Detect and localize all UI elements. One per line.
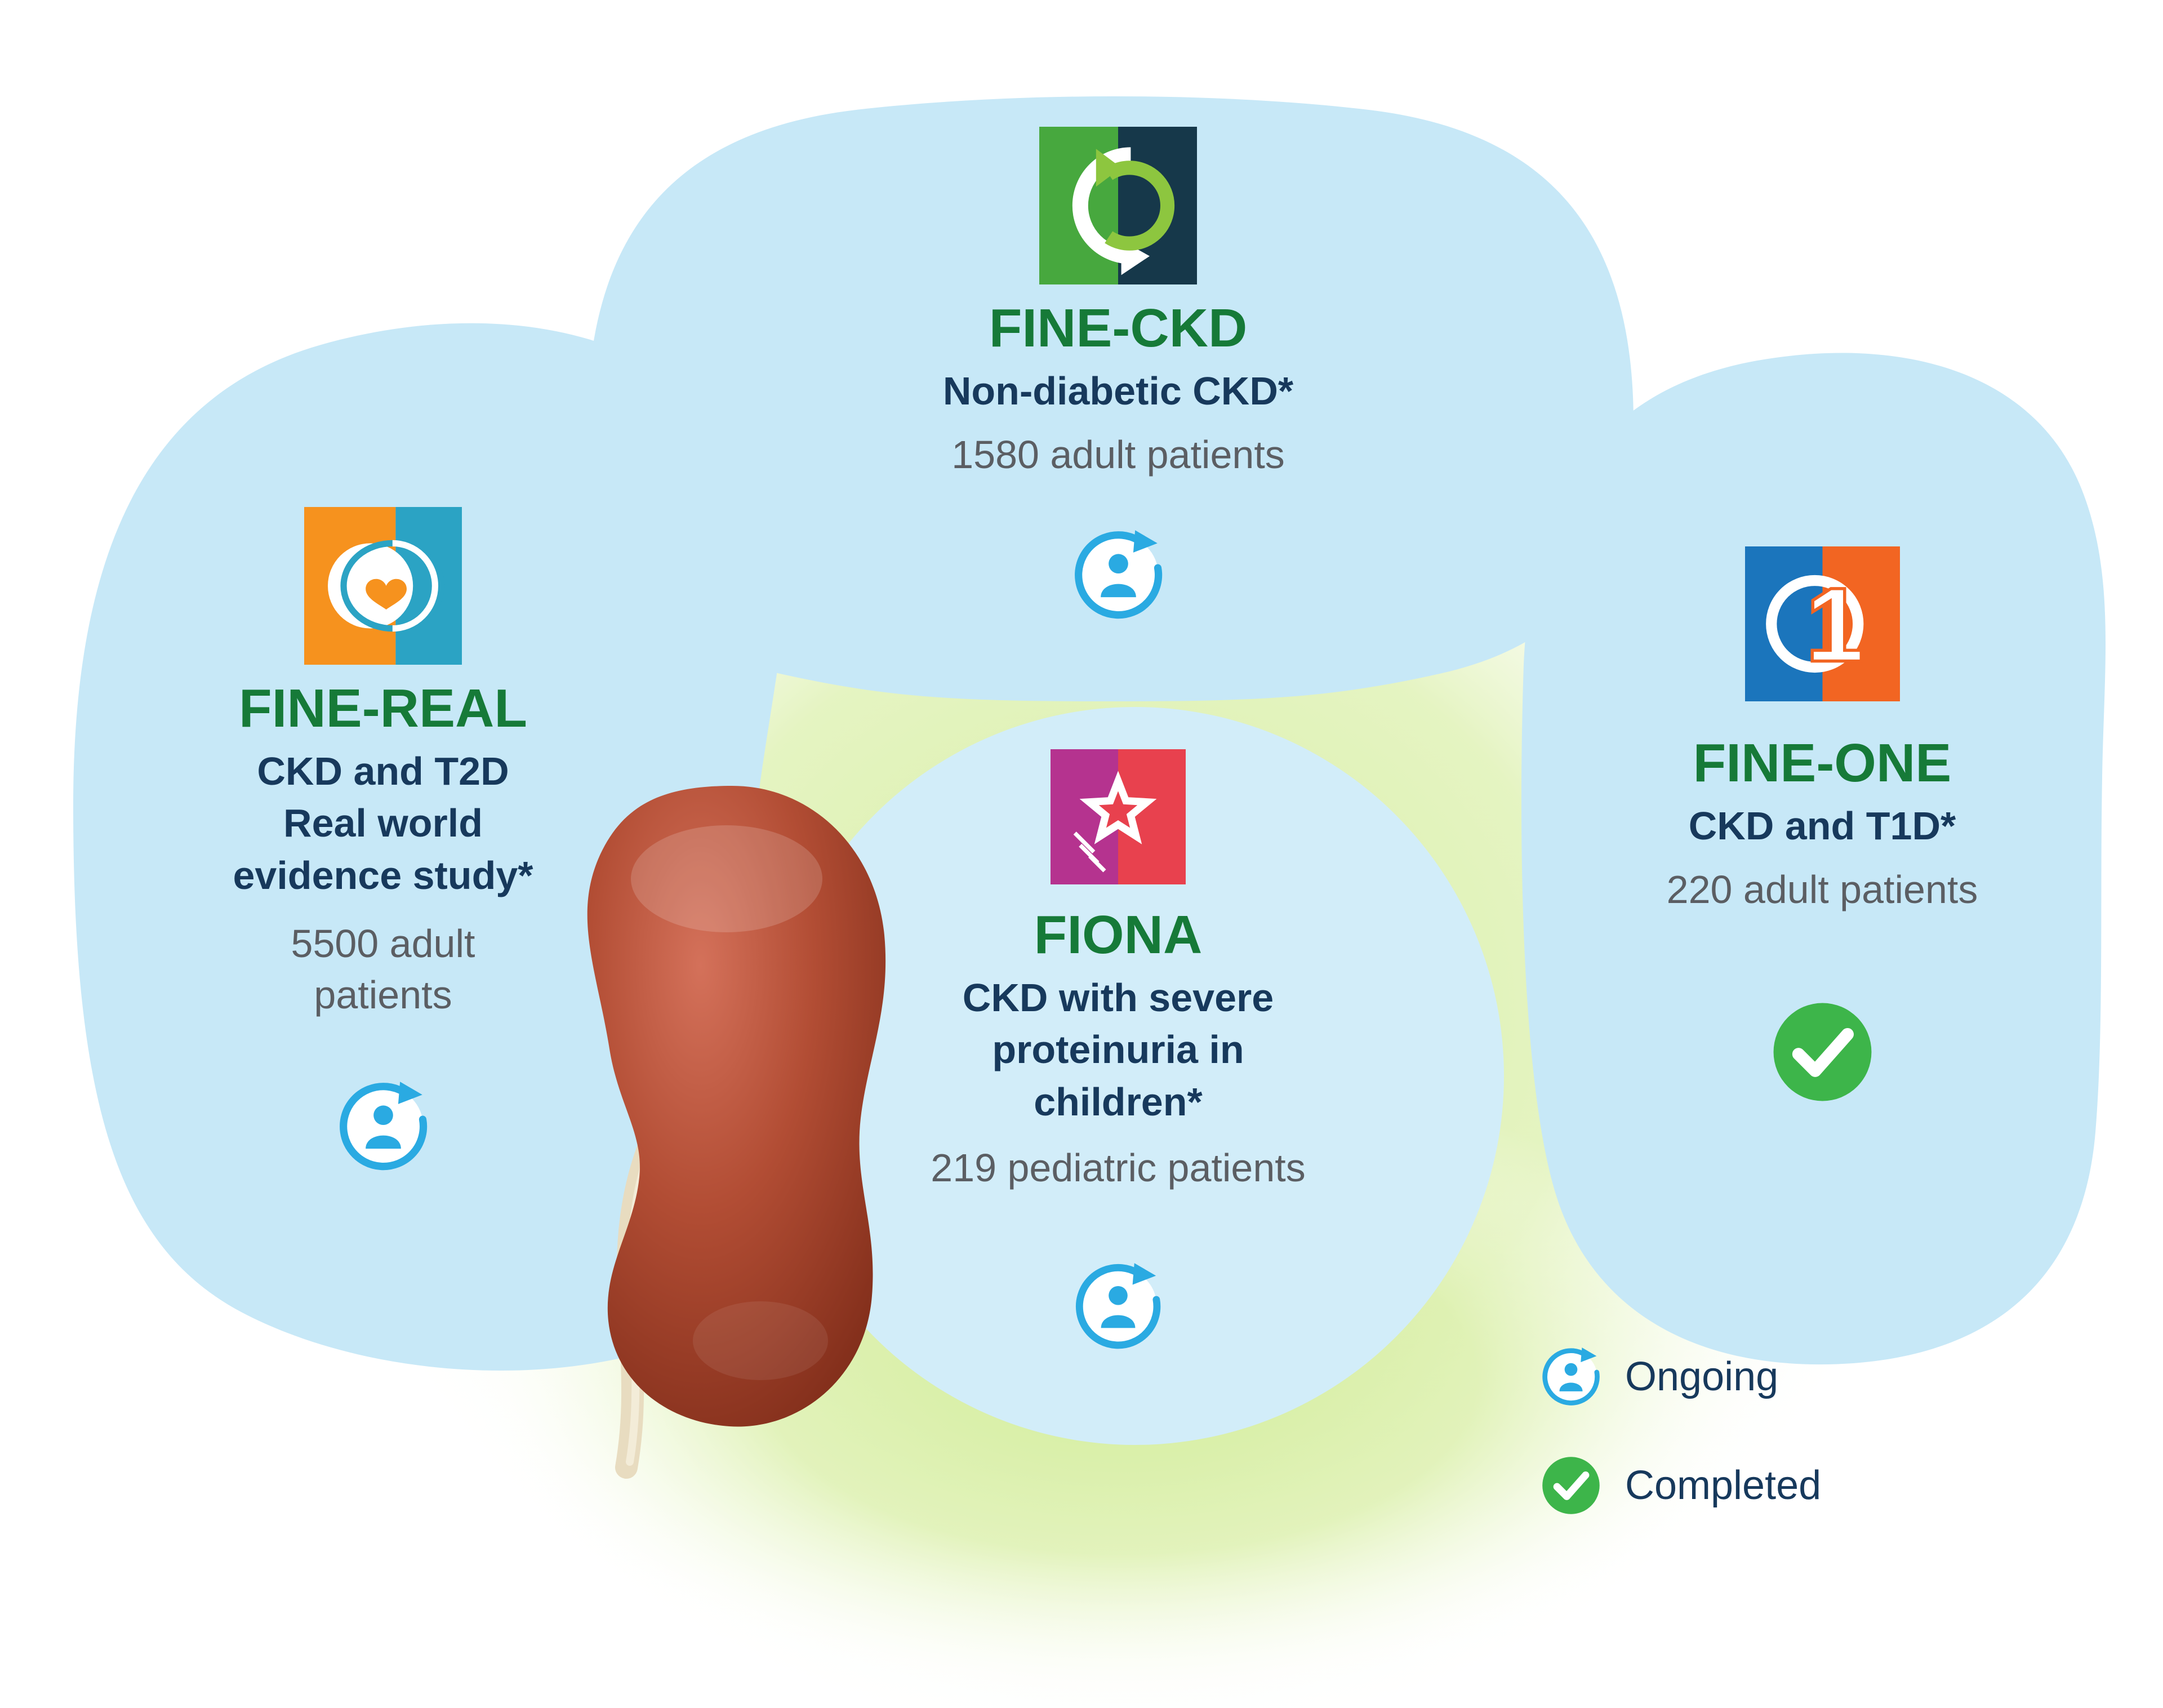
fine-one-logo: 1 (1744, 546, 1900, 701)
legend-label-completed: Completed (1625, 1463, 1822, 1508)
ongoing-status-icon (337, 1080, 430, 1173)
description-line: CKD with severe (962, 975, 1274, 1020)
fine-real-logo (304, 507, 462, 665)
ongoing-status-icon (1073, 1261, 1163, 1351)
central-circle (766, 707, 1504, 1445)
study-card-fine-ckd: FINE-CKD Non-diabetic CKD* 1580 adult pa… (780, 127, 1456, 621)
patients-line: patients (314, 972, 452, 1017)
study-title-fiona: FIONA (1034, 905, 1203, 965)
study-description-fine-ckd: Non-diabetic CKD* (942, 368, 1294, 413)
study-patients-fine-one: 220 adult patients (1666, 868, 1978, 912)
petal-right (1521, 353, 2106, 1365)
completed-legend-icon (1541, 1455, 1601, 1516)
study-title-fine-one: FINE-ONE (1693, 733, 1952, 793)
description-line: evidence study* (233, 853, 533, 897)
legend-item-completed: Completed (1541, 1455, 1821, 1516)
study-description-fiona: CKD with severe proteinuria in children* (963, 972, 1274, 1128)
study-patients-fine-ckd: 1580 adult patients (951, 433, 1285, 477)
description-line: CKD and T2D (257, 749, 509, 793)
study-title-fine-ckd: FINE-CKD (989, 298, 1248, 358)
fine-ckd-logo (1039, 127, 1197, 284)
description-line: proteinuria in (992, 1028, 1244, 1072)
ongoing-legend-icon (1541, 1346, 1601, 1407)
petal-top (587, 96, 1634, 701)
study-patients-fiona: 219 pediatric patients (931, 1145, 1306, 1190)
description-line: children* (1034, 1079, 1203, 1124)
study-card-fine-real: FINE-REAL CKD and T2D Real world evidenc… (45, 507, 721, 1173)
description-line: Real world (283, 801, 483, 846)
legend-label-ongoing: Ongoing (1625, 1354, 1779, 1399)
petal-left (73, 323, 783, 1371)
study-card-fiona: FIONA CKD with severe proteinuria in chi… (780, 749, 1456, 1351)
ongoing-status-icon (1072, 528, 1165, 621)
completed-status-icon (1770, 1000, 1875, 1104)
svg-text:1: 1 (1805, 566, 1864, 684)
study-patients-fine-real: 5500 adult patients (291, 918, 475, 1021)
fiona-star-logo (1051, 749, 1186, 884)
legend-item-ongoing: Ongoing (1541, 1346, 1821, 1407)
patients-line: 5500 adult (291, 921, 475, 966)
kidney-illustration (587, 786, 886, 1479)
status-legend: Ongoing Completed (1541, 1346, 1821, 1516)
study-card-fine-one: 1 FINE-ONE CKD and T1D* 220 adult patien… (1484, 546, 2160, 1104)
study-title-fine-real: FINE-REAL (239, 678, 527, 739)
study-description-fine-one: CKD and T1D* (1688, 803, 1956, 848)
study-description-fine-real: CKD and T2D Real world evidence study* (233, 745, 533, 901)
